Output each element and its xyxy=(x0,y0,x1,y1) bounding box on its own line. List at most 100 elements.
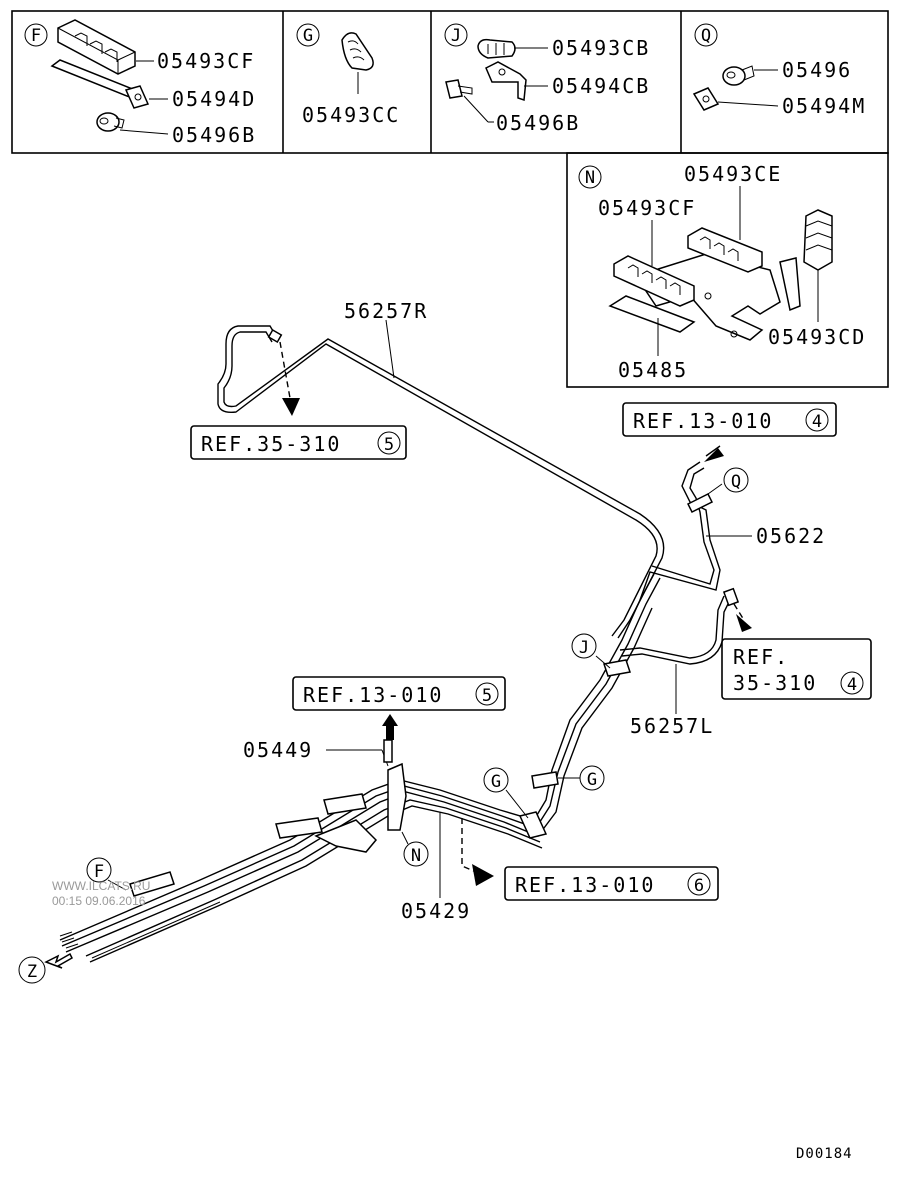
label-05496b: 05496B xyxy=(172,123,256,147)
clip-05493cb-icon xyxy=(477,38,516,59)
callout-g2: G xyxy=(587,770,597,790)
clip-05493cf-icon xyxy=(57,19,136,75)
clip-f-b-icon xyxy=(323,793,367,815)
detail-q-letter: Q xyxy=(701,26,711,46)
ref-35-310-5-text: REF.35-310 xyxy=(201,432,341,456)
label-05493ce: 05493CE xyxy=(684,162,782,186)
detail-f-letter: F xyxy=(31,26,41,46)
ref-13-010-6-num: 6 xyxy=(694,876,704,896)
detail-box-q: Q 05496 05494M xyxy=(692,23,866,118)
callout-f: F xyxy=(94,862,104,882)
ref-box-13-010-6: REF.13-010 6 xyxy=(504,866,719,901)
detail-strip-frame xyxy=(11,10,889,154)
arrow-ref35-4-icon xyxy=(736,614,752,632)
callout-n: N xyxy=(411,846,421,866)
ref-13-010-5-text: REF.13-010 xyxy=(303,683,443,707)
clip-g-lower-icon xyxy=(518,811,548,839)
callout-j: J xyxy=(579,638,589,658)
clip-j-icon xyxy=(603,659,631,677)
label-05494cb: 05494CB xyxy=(552,74,650,98)
clip-05494m-icon xyxy=(692,87,720,111)
detail-box-n: N 05493CE 05493CF 05493CD 05485 xyxy=(566,152,889,388)
detail-g-letter: G xyxy=(303,26,313,46)
detail-box-g: G 05493CC xyxy=(296,23,400,127)
label-05485: 05485 xyxy=(618,358,688,382)
label-56257l: 56257L xyxy=(630,714,714,738)
callout-z: Z xyxy=(27,962,37,982)
ref-35-310-5-num: 5 xyxy=(384,435,394,455)
ref-box-13-010-5: REF.13-010 5 xyxy=(292,676,506,711)
ref-13-010-4-num: 4 xyxy=(812,412,822,432)
clip-f-a-icon xyxy=(275,817,323,839)
bracket-n-icon xyxy=(314,819,378,853)
arrow-down-ref35-5-icon xyxy=(282,398,300,416)
callout-z-circle xyxy=(18,956,46,984)
label-56257r: 56257R xyxy=(344,299,428,323)
ref-13-010-6-text: REF.13-010 xyxy=(515,873,655,897)
label-05449: 05449 xyxy=(243,738,313,762)
callout-q: Q xyxy=(731,472,741,492)
label-05493cf: 05493CF xyxy=(157,49,255,73)
ref-13-010-4-text: REF.13-010 xyxy=(633,409,773,433)
callout-f-circle xyxy=(86,857,112,883)
label-05493cc: 05493CC xyxy=(302,103,400,127)
brake-line-56257r xyxy=(217,325,665,639)
line-bundle-05429 xyxy=(59,573,661,963)
detail-j-letter-circle xyxy=(444,23,468,47)
arrow-view-z-icon xyxy=(44,952,73,969)
watermark-timestamp: 00:15 09.06.2016 xyxy=(52,894,146,908)
arrow-up-ref13-4-icon xyxy=(704,448,724,462)
ref-box-35-310-4: REF. 35-310 4 xyxy=(721,638,872,700)
label-05496b-j: 05496B xyxy=(496,111,580,135)
arrow-up-ref13-5-icon xyxy=(382,714,398,726)
clip-n-icon xyxy=(387,762,407,831)
brake-line-05622 xyxy=(639,461,721,601)
detail-box-f: F 05493CF 05494D 05496B xyxy=(24,19,256,147)
arrow-ref13-6-icon xyxy=(472,864,494,886)
bracket-05494d-icon xyxy=(50,59,150,109)
clip-g-upper-icon xyxy=(531,771,559,789)
label-05429: 05429 xyxy=(401,899,471,923)
bolt-05496b-icon xyxy=(445,79,473,99)
clip-q-icon xyxy=(686,492,714,514)
clip-05493ce-icon xyxy=(687,227,763,273)
brake-line-56257l xyxy=(619,587,740,665)
detail-q-letter-circle xyxy=(694,23,718,47)
detail-g-letter-circle xyxy=(296,23,320,47)
detail-j-letter: J xyxy=(451,26,461,46)
watermark-site: WWW.ILCATS.RU xyxy=(52,879,150,893)
ref-35-310-4-num: 4 xyxy=(847,675,857,695)
callout-q-circle xyxy=(723,467,749,493)
label-05494d: 05494D xyxy=(172,87,256,111)
callout-g2-circle xyxy=(579,765,605,791)
ref-35-310-4-text: 35-310 xyxy=(733,671,817,695)
label-05493cf-n: 05493CF xyxy=(598,196,696,220)
clip-05493cf-n-icon xyxy=(613,255,695,307)
ref-box-13-010-4: REF.13-010 4 xyxy=(622,402,837,437)
clip-f-c-icon xyxy=(129,871,175,897)
fitting-05449-icon xyxy=(383,739,393,763)
ref-35-310-4-line1: REF. xyxy=(733,645,789,669)
callout-g1-circle xyxy=(483,767,509,793)
detail-n-letter: N xyxy=(585,168,595,188)
label-05494m: 05494M xyxy=(782,94,866,118)
nut-05496-icon xyxy=(722,65,755,86)
callout-j-circle xyxy=(571,633,597,659)
nut-05496b-icon xyxy=(96,112,125,132)
label-05493cd: 05493CD xyxy=(768,325,866,349)
bracket-05494cb-icon xyxy=(485,61,527,102)
label-05496: 05496 xyxy=(782,58,852,82)
callout-n-circle xyxy=(403,841,429,867)
clip-05493cd-icon xyxy=(779,209,833,312)
detail-box-j: J 05493CB 05494CB 05496B xyxy=(444,23,650,135)
ref-box-35-310-5: REF.35-310 5 xyxy=(190,425,407,460)
label-05622: 05622 xyxy=(756,524,826,548)
diagram-code: D00184 xyxy=(796,1146,853,1162)
callout-g1: G xyxy=(491,772,501,792)
detail-f-letter-circle xyxy=(24,23,48,47)
label-05493cb: 05493CB xyxy=(552,36,650,60)
detail-n-letter-circle xyxy=(578,165,602,189)
clip-05493cc-icon xyxy=(341,32,374,71)
ref-13-010-5-num: 5 xyxy=(482,686,492,706)
